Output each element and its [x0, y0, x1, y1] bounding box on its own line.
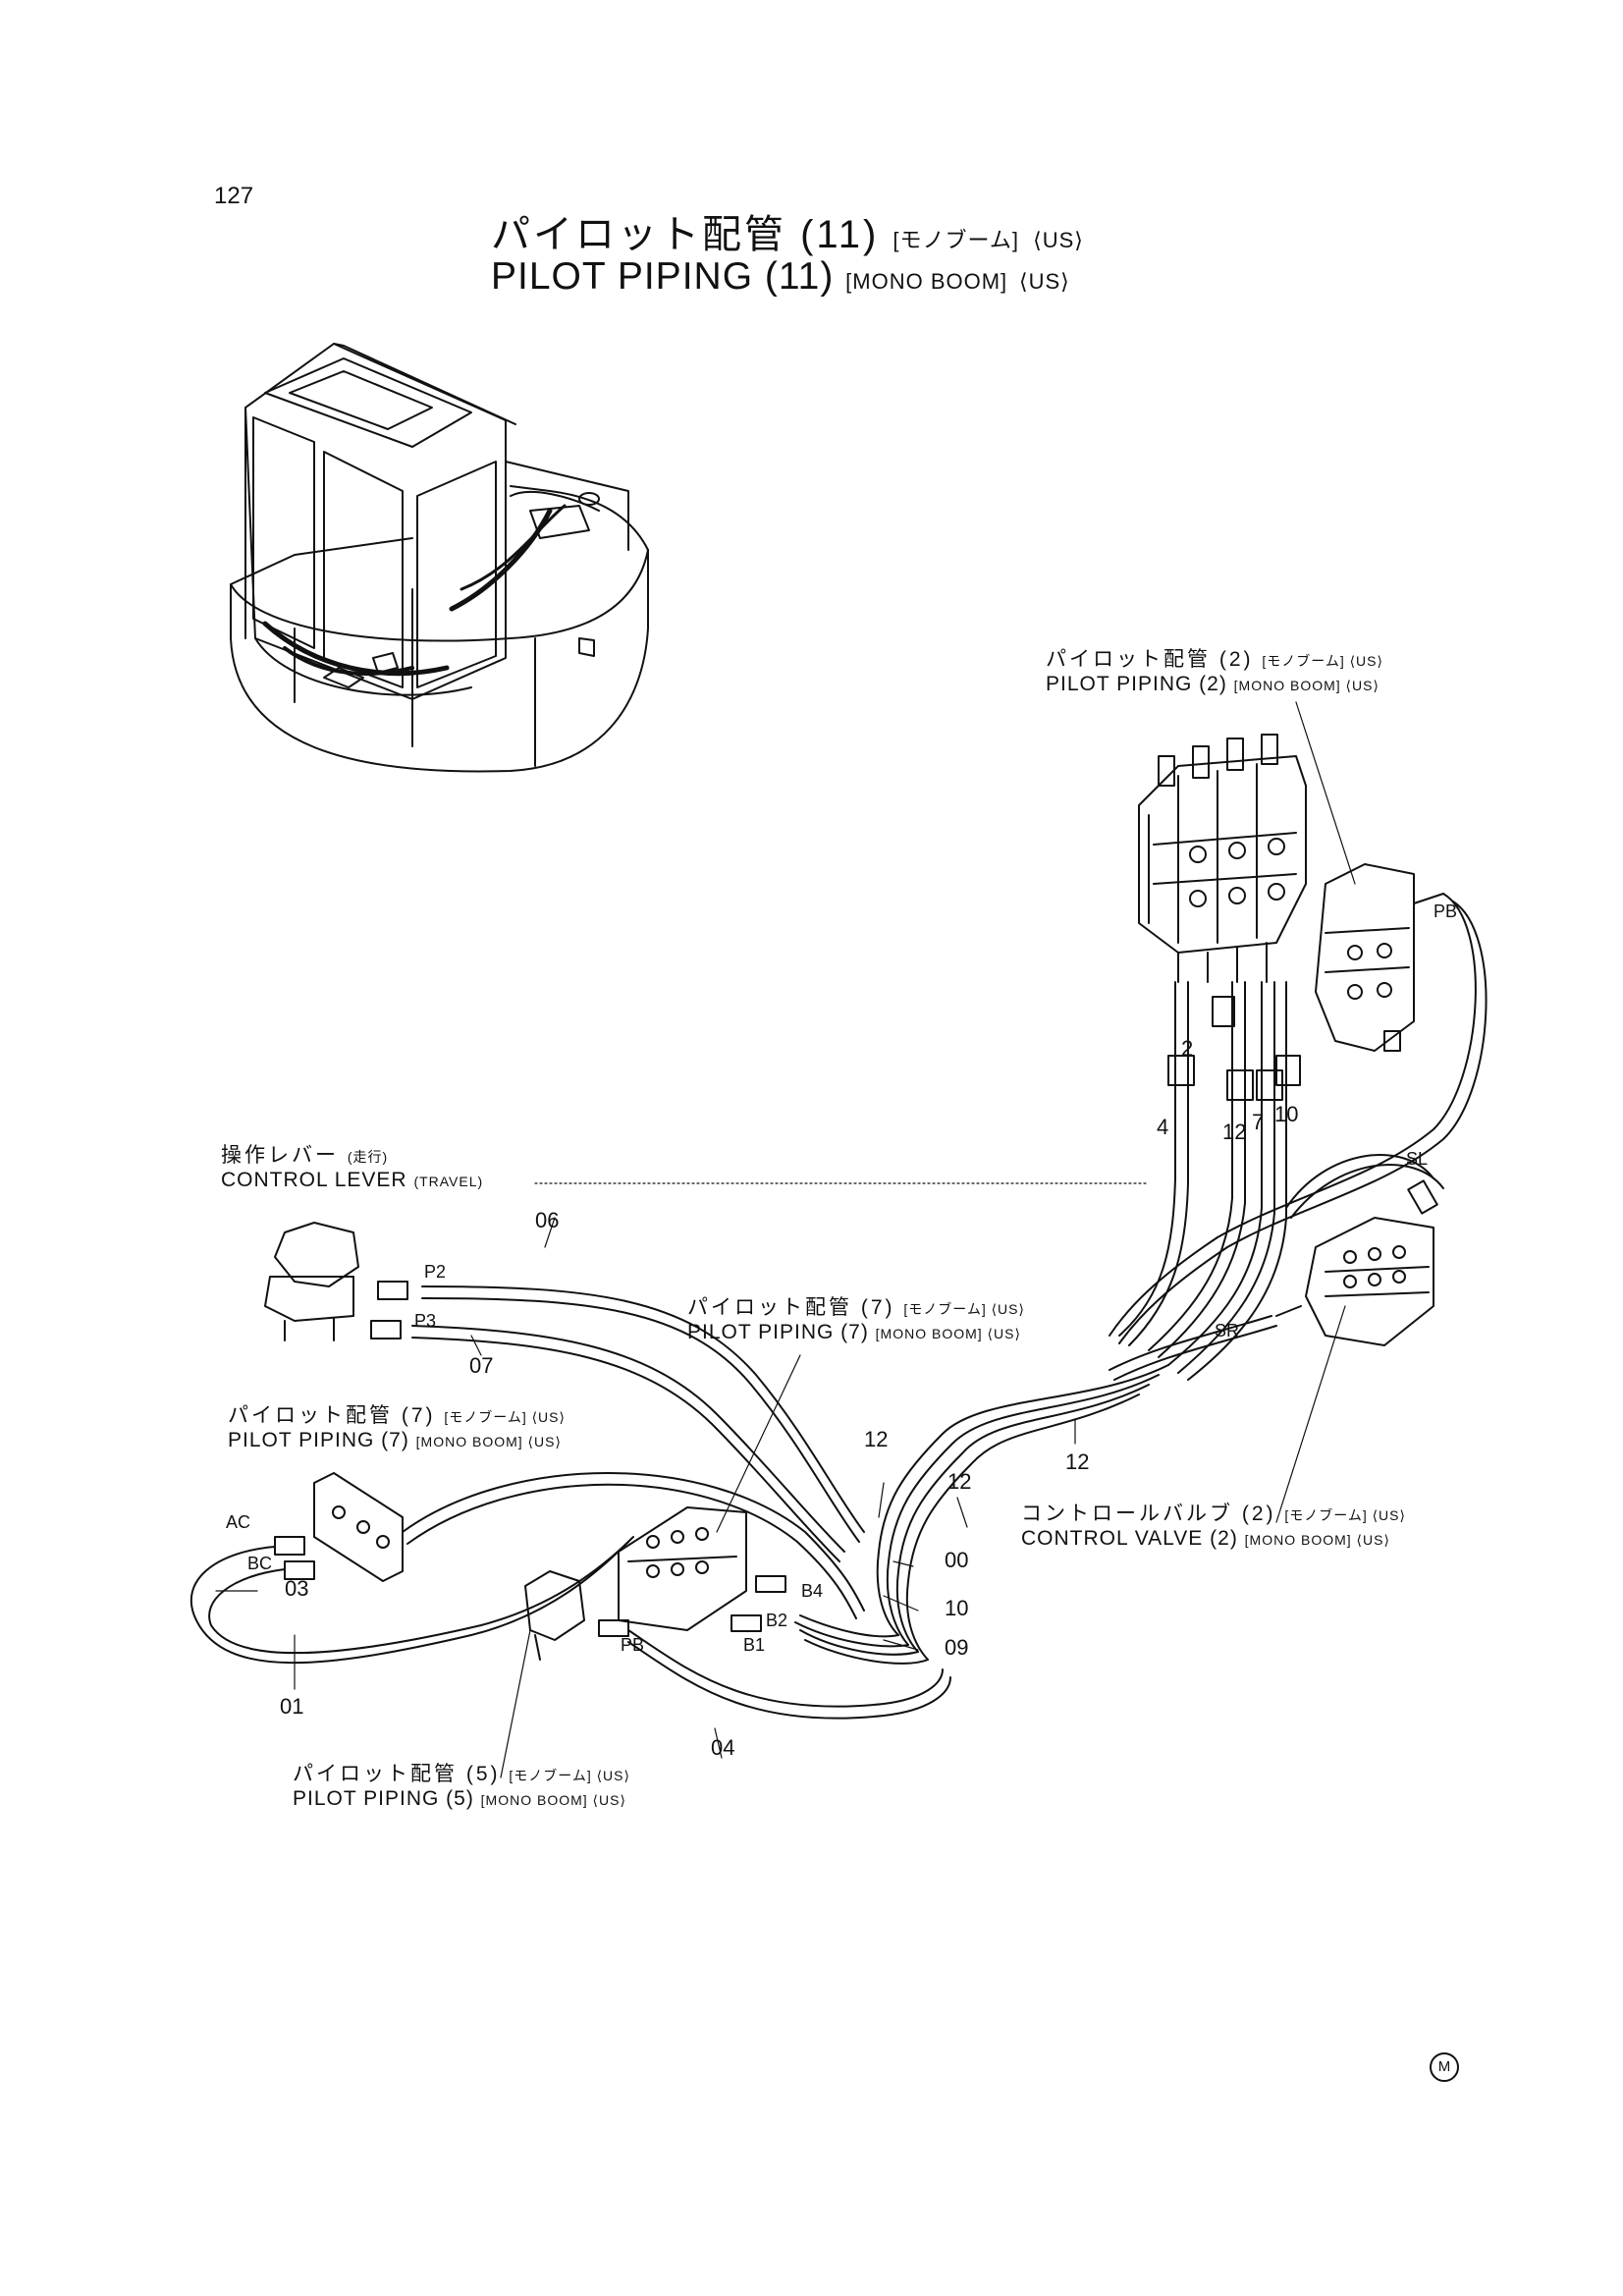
part-number-04: 04	[711, 1735, 735, 1760]
hose-04	[627, 1629, 944, 1708]
part-number-07: 07	[469, 1353, 494, 1378]
page-title-jp: パイロット配管 (11) [モノブーム] ⟨US⟩	[491, 202, 1084, 259]
hose-number-10: 10	[1274, 1102, 1299, 1126]
port-label-sr: SR	[1215, 1321, 1240, 1340]
hose-sr	[1109, 1315, 1272, 1371]
callout-sublabel: [モノブーム] ⟨US⟩	[1284, 1507, 1406, 1523]
hose-bundle-main	[794, 1364, 1169, 1665]
title-en-suffix: [MONO BOOM]	[845, 269, 1008, 294]
part-number-12: 12	[864, 1427, 889, 1451]
port-label-b1: B1	[743, 1635, 766, 1655]
part-number-12: 12	[947, 1469, 972, 1494]
callout-sublabel: [MONO BOOM] ⟨US⟩	[1244, 1532, 1390, 1548]
part-number-10: 10	[945, 1596, 969, 1620]
callout-label: パイロット配管 (2)	[1046, 648, 1254, 671]
callout-control-valve-2: コントロールバルブ (2) [モノブーム] ⟨US⟩ CONTROL VALVE…	[1021, 1498, 1406, 1551]
callout-sublabel: [MONO BOOM] ⟨US⟩	[415, 1434, 562, 1449]
hose-sl	[1285, 1154, 1434, 1209]
port-label-pb: PB	[1434, 902, 1458, 921]
part-number-06: 06	[535, 1208, 560, 1232]
port-label-sl: SL	[1406, 1149, 1429, 1169]
part-number-00: 00	[945, 1548, 969, 1572]
hose-number-4: 4	[1157, 1115, 1169, 1139]
manufacturer-emblem: M	[1430, 2052, 1459, 2082]
port-label-pb: PB	[621, 1635, 645, 1655]
callout-label: 操作レバー	[221, 1144, 339, 1167]
callout-sublabel: [MONO BOOM] ⟨US⟩	[1233, 678, 1380, 693]
callout-control-lever: 操作レバー (走行) CONTROL LEVER (TRAVEL)	[221, 1139, 483, 1192]
callout-pilot-piping-7-center: パイロット配管 (7) [モノブーム] ⟨US⟩ PILOT PIPING (7…	[687, 1291, 1025, 1344]
part-number-09: 09	[945, 1635, 969, 1660]
part-number-03: 03	[285, 1576, 309, 1601]
port-label-p3: P3	[414, 1311, 437, 1331]
callout-sublabel: [MONO BOOM] ⟨US⟩	[480, 1792, 626, 1808]
excavator-cab-drawing	[230, 343, 649, 773]
port-label-p2: P2	[424, 1262, 447, 1282]
callout-label: コントロールバルブ (2)	[1021, 1503, 1276, 1525]
callout-sublabel: [モノブーム] ⟨US⟩	[1262, 653, 1383, 669]
hose-pb-loop	[1109, 893, 1477, 1337]
hose-number-12: 12	[1222, 1120, 1247, 1144]
callout-label: PILOT PIPING (5)	[293, 1787, 474, 1810]
center-manifold-drawing	[618, 1506, 786, 1632]
title-en-main: PILOT PIPING (11)	[491, 255, 835, 298]
pilot-valve-small-drawing	[524, 1570, 629, 1661]
control-valve-lower-drawing	[1275, 1179, 1438, 1346]
callout-label: パイロット配管 (7)	[687, 1296, 895, 1319]
callout-pilot-piping-2: パイロット配管 (2) [モノブーム] ⟨US⟩ PILOT PIPING (2…	[1046, 643, 1383, 696]
control-lever-drawing	[264, 1222, 408, 1341]
callout-sublabel: [モノブーム] ⟨US⟩	[444, 1409, 566, 1425]
part-number-12: 12	[1065, 1449, 1090, 1474]
page-number: 127	[214, 183, 254, 209]
page-title-en: PILOT PIPING (11) [MONO BOOM] ⟨US⟩	[491, 255, 1070, 299]
port-label-ac: AC	[226, 1512, 251, 1532]
title-jp-region: ⟨US⟩	[1033, 228, 1084, 252]
callout-label: PILOT PIPING (2)	[1046, 673, 1227, 695]
title-en-region: ⟨US⟩	[1019, 269, 1070, 294]
hoses-left-loop	[189, 1472, 865, 1665]
port-label-b2: B2	[766, 1611, 788, 1630]
callout-label: パイロット配管 (7)	[228, 1404, 436, 1427]
title-jp-main: パイロット配管 (11)	[491, 213, 880, 256]
control-valve-block-drawing	[1138, 734, 1307, 983]
part-number-01: 01	[280, 1694, 304, 1719]
callout-sublabel: [MONO BOOM] ⟨US⟩	[875, 1326, 1021, 1341]
callout-sublabel: [モノブーム] ⟨US⟩	[509, 1768, 630, 1783]
hose-number-7: 7	[1252, 1110, 1265, 1134]
pilot-hoses-vertical	[1118, 981, 1301, 1381]
callout-label: CONTROL VALVE (2)	[1021, 1527, 1238, 1550]
small-valve-upper-drawing	[1315, 863, 1444, 1052]
callout-sublabel: (走行)	[347, 1149, 389, 1165]
hose-number-2: 2	[1181, 1036, 1194, 1061]
left-bracket-drawing	[274, 1472, 404, 1582]
callout-sublabel: (TRAVEL)	[413, 1174, 484, 1189]
callout-sublabel: [モノブーム] ⟨US⟩	[903, 1301, 1025, 1317]
callout-label: パイロット配管 (5)	[293, 1763, 501, 1785]
callout-label: CONTROL LEVER	[221, 1169, 407, 1191]
title-jp-suffix: [モノブーム]	[893, 228, 1019, 252]
callout-label: PILOT PIPING (7)	[228, 1429, 409, 1451]
callout-label: PILOT PIPING (7)	[687, 1321, 869, 1343]
callout-pilot-piping-7-left: パイロット配管 (7) [モノブーム] ⟨US⟩ PILOT PIPING (7…	[228, 1399, 566, 1452]
port-label-bc: BC	[247, 1554, 273, 1573]
port-label-b4: B4	[801, 1581, 824, 1601]
callout-pilot-piping-5: パイロット配管 (5) [モノブーム] ⟨US⟩ PILOT PIPING (5…	[293, 1758, 630, 1811]
hoses-control-lever	[411, 1285, 865, 1562]
